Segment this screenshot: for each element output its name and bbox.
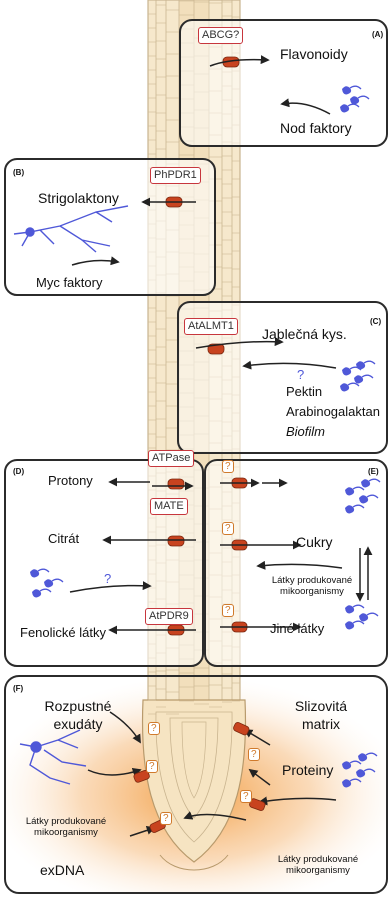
label-arabinogalaktan: Arabinogalaktan <box>286 405 380 420</box>
transporter-label-mate: MATE <box>150 498 188 515</box>
panel-a-letter: (A) <box>372 30 383 39</box>
transporter-label-phpdr1: PhPDR1 <box>150 167 201 184</box>
label-latky-mikro-e: Látky produkované mikoorganismy <box>264 575 360 598</box>
f-qmark-1: ? <box>148 722 160 735</box>
label-d-question: ? <box>104 572 111 587</box>
label-c-question: ? <box>297 368 304 383</box>
label-slizovita-matrix: Slizovitá matrix <box>286 697 356 733</box>
transporter-label-atpase: ATPase <box>148 450 194 467</box>
e-qmark-2: ? <box>222 522 234 535</box>
panel-e-letter: (E) <box>368 467 379 476</box>
label-strigolaktony: Strigolaktony <box>38 190 119 206</box>
label-flavonoidy: Flavonoidy <box>280 46 348 62</box>
label-exdna: exDNA <box>40 862 84 878</box>
label-jine-latky: Jiné látky <box>270 622 324 637</box>
f-qmark-2: ? <box>146 760 158 773</box>
label-pektin: Pektin <box>286 385 322 400</box>
e-qmark-1: ? <box>222 460 234 473</box>
label-biofilm: Biofilm <box>286 425 325 440</box>
label-cukry: Cukry <box>296 534 333 550</box>
label-jablecna-kys: Jablečná kys. <box>262 326 347 342</box>
transporter-label-abcg: ABCG? <box>198 27 243 44</box>
label-citrat: Citrát <box>48 532 79 547</box>
panel-c-letter: (C) <box>370 317 381 326</box>
label-proteiny: Proteiny <box>282 762 333 778</box>
transporter-d-mate <box>168 536 184 546</box>
e-qmark-3: ? <box>222 604 234 617</box>
f-qmark-5: ? <box>160 812 172 825</box>
panel-d-letter: (D) <box>13 467 24 476</box>
transporter-label-atalmt1: AtALMT1 <box>184 318 238 335</box>
label-protony: Protony <box>48 474 93 489</box>
panel-b-letter: (B) <box>13 168 24 177</box>
label-latky-mikro-f-left: Látky produkované mikoorganismy <box>12 816 120 839</box>
transporter-label-atpdr9: AtPDR9 <box>145 608 193 625</box>
label-latky-mikro-f-right: Látky produkované mikoorganismy <box>256 854 380 877</box>
f-qmark-4: ? <box>240 790 252 803</box>
f-qmark-3: ? <box>248 748 260 761</box>
label-rozpustne-exudaty: Rozpustné exudáty <box>38 697 118 733</box>
label-fenolicke-latky: Fenolické látky <box>20 626 106 641</box>
label-myc-faktory: Myc faktory <box>36 276 102 291</box>
label-nod-faktory: Nod faktory <box>280 120 352 136</box>
panel-f-letter: (F) <box>13 684 23 693</box>
transporter-d-atpase <box>168 479 184 489</box>
